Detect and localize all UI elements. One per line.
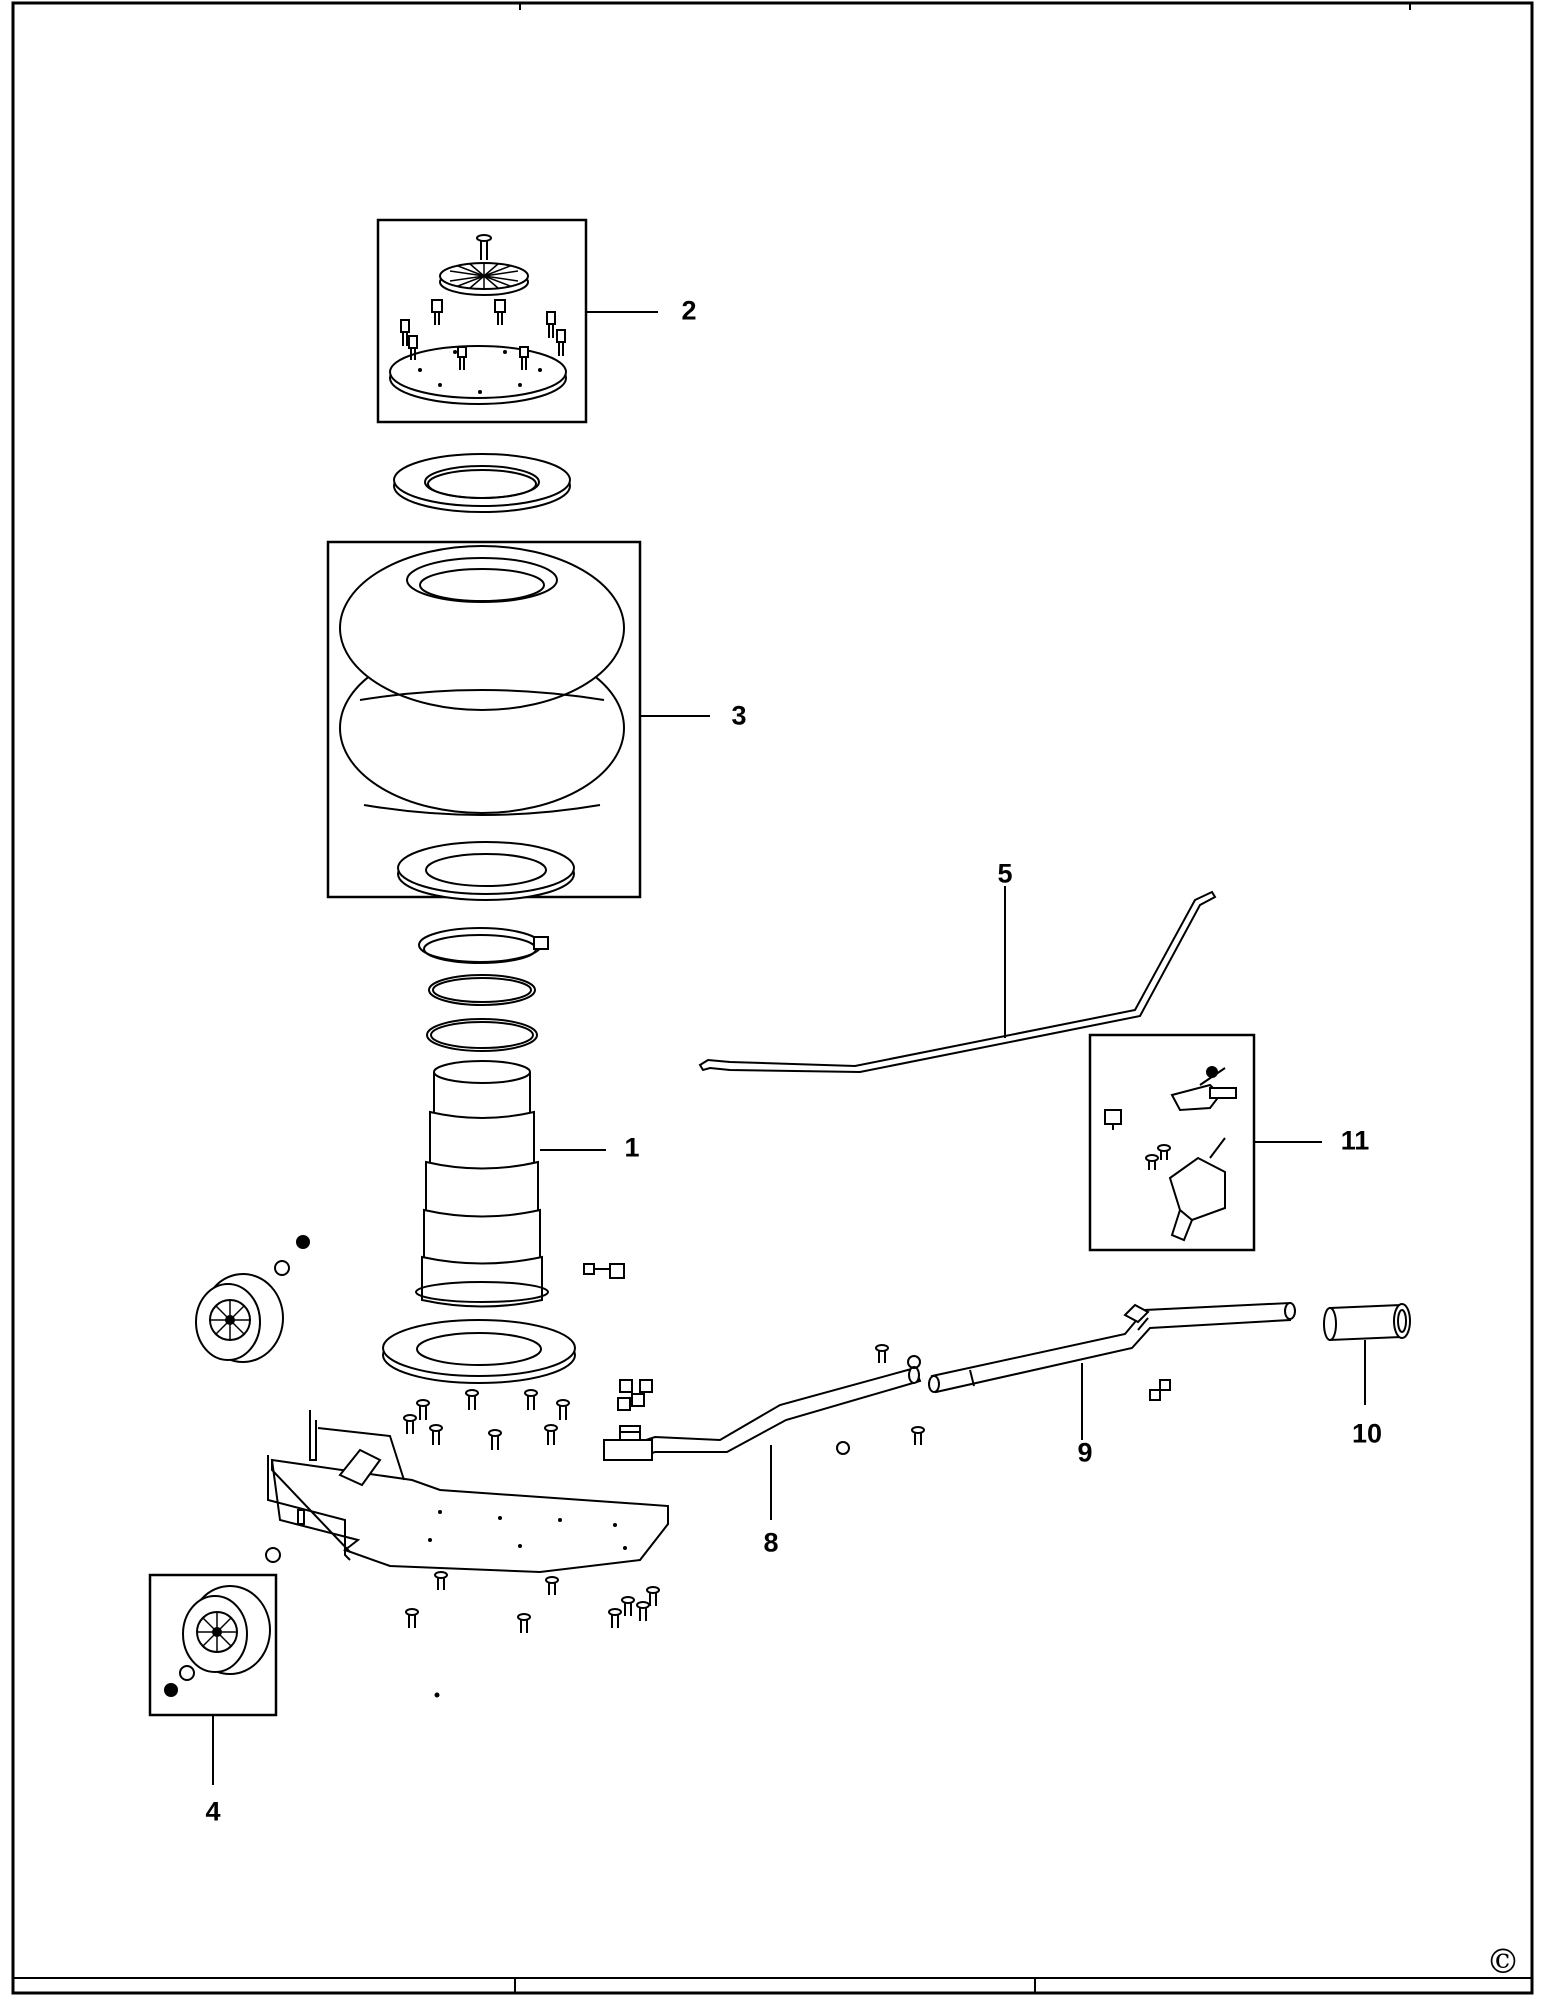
callout-4: 4	[205, 1796, 221, 1827]
part-10-grip	[1323, 1303, 1411, 1405]
part-8-handle-tube	[603, 1344, 925, 1520]
part-5-rod	[698, 886, 1217, 1074]
part-11-valve-kit	[1088, 1033, 1322, 1252]
wheel-left	[195, 1235, 310, 1363]
callout-9: 9	[1077, 1437, 1093, 1468]
base-frame	[265, 1410, 669, 1574]
callout-1: 1	[624, 1132, 640, 1163]
base-bolts	[403, 1389, 660, 1698]
part-2-top-plate-group	[376, 218, 658, 424]
part-9-handle-tube	[928, 1301, 1296, 1440]
callout-10: 10	[1351, 1418, 1383, 1449]
part-3-bellows-group	[326, 540, 710, 901]
part-1-cylinder	[415, 1060, 606, 1308]
upper-flange-ring	[393, 453, 571, 513]
callout-11: 11	[1340, 1125, 1370, 1156]
lower-flange	[382, 1319, 576, 1384]
callout-8: 8	[763, 1527, 779, 1558]
callout-3: 3	[731, 700, 747, 731]
fittings	[583, 1263, 653, 1411]
callout-5: 5	[997, 858, 1013, 889]
page-frame	[11, 1, 1534, 1995]
copyright-symbol: ©	[1486, 1942, 1520, 1982]
clamp-and-seals	[418, 927, 549, 1052]
callout-2: 2	[681, 295, 697, 326]
part-4-wheel-kit	[148, 1573, 278, 1785]
